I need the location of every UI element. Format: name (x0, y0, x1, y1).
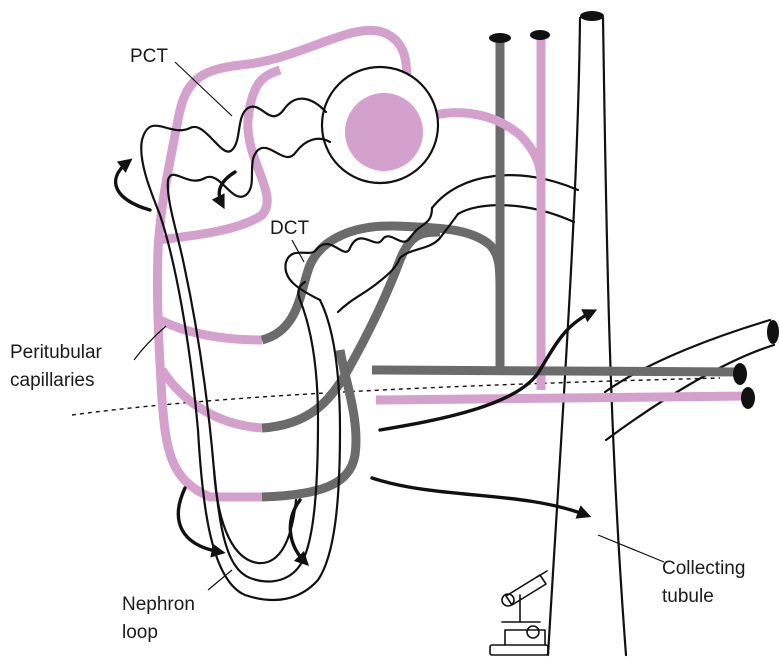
label-collecting-2: tubule (662, 586, 714, 607)
label-pct: PCT (130, 46, 168, 67)
label-peritubular-1: Peritubular (10, 342, 103, 363)
label-peritubular-2: capillaries (10, 370, 94, 391)
label-collecting-1: Collecting (662, 558, 745, 579)
peritubular-capillaries-gray (262, 226, 500, 497)
microscope-icon (490, 571, 548, 655)
label-dct: DCT (270, 218, 309, 239)
label-nephron-1: Nephron (122, 594, 195, 615)
label-nephron-2: loop (122, 622, 158, 643)
glomerulus (322, 67, 438, 183)
arrow-collecting-lower (372, 478, 586, 515)
arrow-loop-right (290, 500, 305, 562)
